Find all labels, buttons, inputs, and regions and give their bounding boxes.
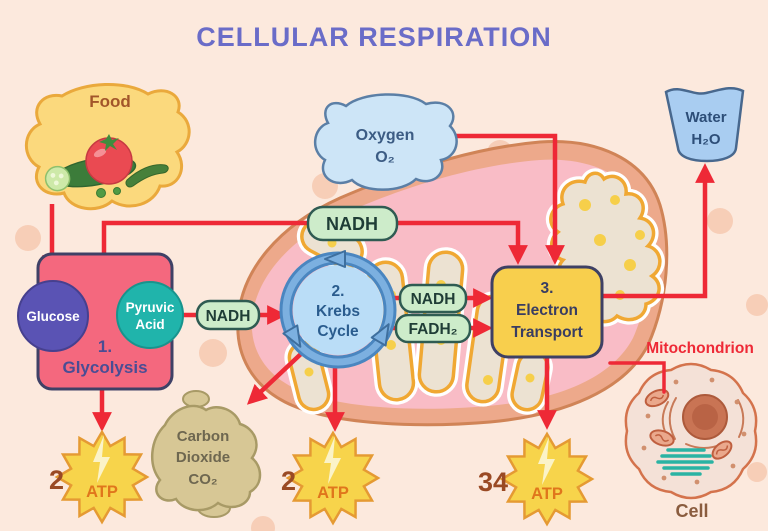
- atp-star-electron-transport: ATP 34: [478, 432, 594, 526]
- pyruvic-acid-circle: Pyruvic Acid: [116, 281, 184, 349]
- arrow-et-to-water: [602, 163, 715, 299]
- oxygen-name: Oxygen: [356, 127, 415, 144]
- cytoplasm-dots: [641, 377, 747, 485]
- et-line2: Transport: [511, 324, 582, 341]
- oxygen-blob: Oxygen O₂: [314, 93, 458, 191]
- water-formula: H₂O: [691, 131, 720, 148]
- krebs-line1: Krebs: [316, 303, 360, 320]
- glycolysis-name: Glycolysis: [62, 358, 147, 377]
- food-blob: Food: [24, 83, 191, 211]
- atp-star-glycolysis: ATP 2: [49, 430, 149, 524]
- et-step: 3.: [541, 280, 554, 297]
- atp-count: 2: [49, 465, 64, 495]
- pyruvic-line2: Acid: [135, 317, 164, 332]
- krebs-cycle-circle: 2. Krebs Cycle: [279, 250, 397, 369]
- co2-line2: Dioxide: [176, 449, 230, 466]
- water-glass: Water H₂O: [664, 86, 745, 163]
- mitochondrion-pointer-line: [608, 361, 666, 394]
- glycolysis-step: 1.: [98, 337, 112, 356]
- glucose-circle: Glucose: [17, 280, 89, 352]
- atp-label: ATP: [531, 485, 563, 503]
- pyruvic-line1: Pyruvic: [126, 300, 175, 315]
- krebs-step: 2.: [332, 283, 345, 300]
- krebs-line2: Cycle: [317, 323, 359, 340]
- et-line1: Electron: [516, 302, 578, 319]
- arrow-oxygen-to-electron-transport: [456, 133, 565, 265]
- nucleolus-icon: [692, 404, 718, 430]
- nadh-glycolysis-label: NADH: [206, 308, 251, 325]
- nadh-badge-krebs: NADH: [398, 283, 468, 314]
- electron-transport-box: 3. Electron Transport: [490, 265, 604, 359]
- atp-star-krebs: ATP 2: [281, 431, 380, 525]
- small-mitochondria-icon: [644, 388, 733, 460]
- water-name: Water: [685, 109, 726, 126]
- mitochondrion-label: Mitochondrion: [646, 340, 754, 357]
- atp-count: 2: [281, 466, 296, 496]
- golgi-icon: [656, 448, 714, 476]
- atp-label: ATP: [317, 484, 349, 502]
- food-label: Food: [89, 92, 131, 111]
- nadh-krebs-label: NADH: [411, 291, 456, 308]
- atp-count: 34: [478, 467, 508, 497]
- nadh-top-label: NADH: [326, 214, 378, 234]
- cell-illustration: Cell: [608, 361, 758, 521]
- atp-label: ATP: [86, 483, 118, 501]
- co2-line1: Carbon: [177, 428, 230, 445]
- arrow-krebs-to-co2: [246, 350, 305, 405]
- oxygen-formula: O₂: [375, 149, 395, 166]
- cell-label: Cell: [675, 501, 708, 521]
- nadh-badge-glycolysis: NADH: [195, 299, 261, 331]
- vegetables-icon: [44, 134, 169, 198]
- fadh2-label: FADH₂: [408, 321, 457, 338]
- fadh2-badge: FADH₂: [394, 313, 472, 344]
- glucose-label: Glucose: [26, 309, 80, 324]
- nadh-badge-top: NADH: [306, 205, 399, 242]
- page-title: CELLULAR RESPIRATION: [196, 22, 552, 52]
- carbon-dioxide-blob: Carbon Dioxide CO₂: [150, 390, 262, 518]
- cycle-arrowheads-icon: [282, 250, 390, 348]
- co2-formula: CO₂: [188, 471, 217, 488]
